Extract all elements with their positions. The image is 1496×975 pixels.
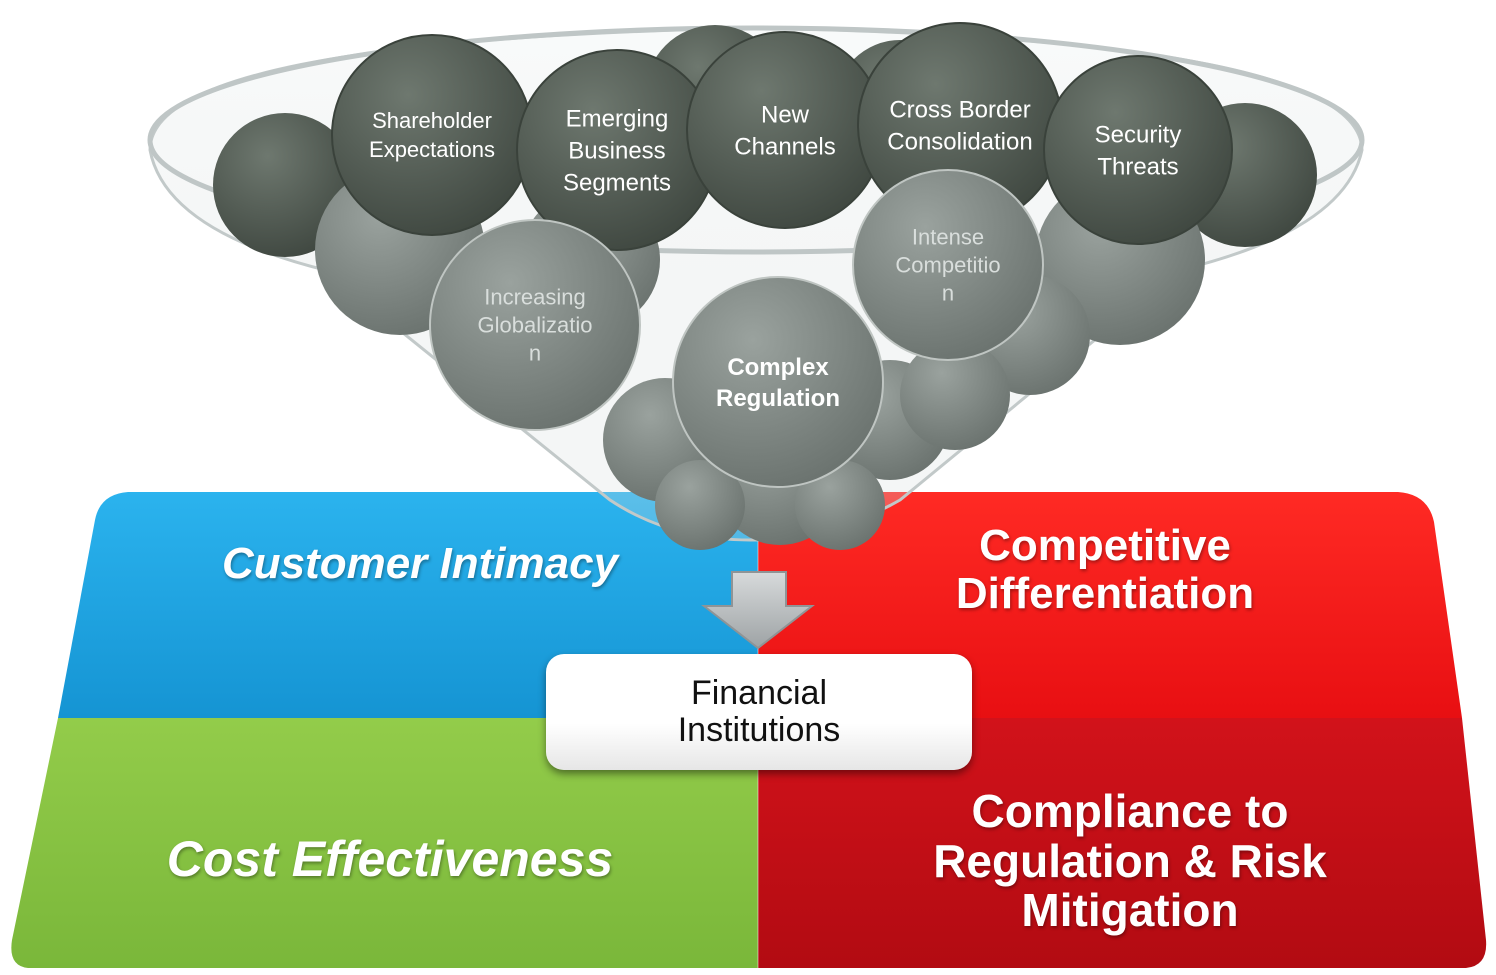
down-arrow — [701, 571, 815, 650]
bubble-label: Globalizatio — [478, 313, 593, 338]
bubble-label: Segments — [563, 169, 671, 196]
bubble-label: Competitio — [895, 253, 1000, 278]
bubble-circle — [331, 34, 533, 236]
bubble-label: Consolidation — [887, 128, 1032, 155]
bubble-label: Increasing — [484, 285, 586, 310]
compliance-label: Compliance to Regulation & Risk Mitigati… — [845, 785, 1415, 937]
financial-institutions-box: Financial Institutions — [546, 654, 972, 770]
competitive-differentiation-label: Competitive Differentiation — [860, 522, 1350, 617]
bubble-label: Emerging — [566, 105, 669, 132]
labeled-bubbles: ShareholderExpectationsEmergingBusinessS… — [331, 22, 1233, 488]
bubble-label: n — [942, 281, 954, 306]
center-line-2: Institutions — [677, 711, 841, 749]
bubble-label: n — [529, 341, 541, 366]
cost-effectiveness-text: Cost Effectiveness — [166, 831, 614, 887]
bubble-circle — [686, 31, 884, 229]
filler-bubble — [795, 460, 885, 550]
compliance-line-3: Mitigation — [1021, 884, 1239, 937]
bubble-circle — [429, 219, 641, 431]
bubble-label: Business — [568, 137, 665, 164]
quadrant-compliance — [758, 718, 1487, 968]
customer-intimacy-text: Customer Intimacy — [221, 539, 619, 588]
cost-effectiveness-label: Cost Effectiveness — [100, 832, 680, 886]
compliance-line-2: Regulation & Risk — [933, 834, 1327, 887]
center-line-1: Financial — [690, 673, 828, 712]
bubble-label: Cross Border — [889, 96, 1030, 123]
competitive-line-2: Differentiation — [955, 568, 1255, 618]
quadrant-cost-effectiveness — [11, 718, 759, 968]
customer-intimacy-label: Customer Intimacy — [150, 540, 690, 588]
compliance-line-1: Compliance to — [971, 785, 1289, 837]
funnel-rim — [147, 25, 1365, 255]
bubble-label: Expectations — [369, 137, 495, 162]
bubble-circle — [1043, 55, 1233, 245]
bubble-label: Channels — [734, 133, 835, 160]
bubble-label: Intense — [912, 225, 984, 250]
bubble-label: Threats — [1097, 153, 1178, 180]
bubble-label: New — [761, 101, 810, 128]
bubble-circle — [672, 276, 884, 488]
bubble-label: Security — [1095, 121, 1182, 148]
bubble-label: Regulation — [716, 385, 840, 412]
bubble-label: Complex — [727, 354, 829, 381]
bubble-label: Shareholder — [372, 108, 492, 133]
filler-bubble — [900, 340, 1010, 450]
bubble-circle — [852, 169, 1044, 361]
filler-bubble — [655, 460, 745, 550]
competitive-line-1: Competitive — [979, 521, 1231, 570]
